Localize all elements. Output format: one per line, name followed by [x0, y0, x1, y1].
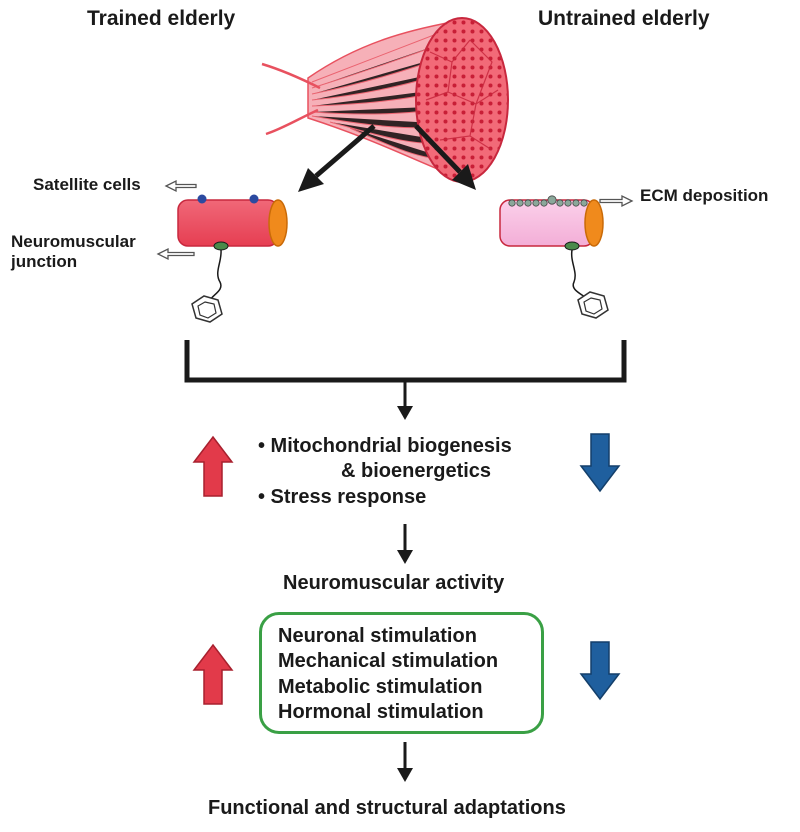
- stimulation-item: Neuronal stimulation: [278, 625, 477, 647]
- untrained-muscle-fiber: [499, 195, 609, 319]
- neuromuscular-junction-line2: junction: [11, 252, 78, 272]
- muscle-to-trained-arrow: [298, 124, 376, 192]
- neuron-icon: [577, 291, 609, 319]
- neuron-icon: [191, 295, 223, 323]
- mitochondrial-line1: • Mitochondrial biogenesis: [258, 435, 512, 457]
- untrained-elderly-heading: Untrained elderly: [538, 7, 710, 30]
- neuromuscular-activity-label: Neuromuscular activity: [283, 572, 505, 594]
- mitochondrial-line2: & bioenergetics: [341, 460, 492, 482]
- ecm-deposit-icon: [508, 195, 588, 207]
- stimulation-item: Mechanical stimulation: [278, 650, 499, 672]
- increase-arrow-icon: [192, 643, 234, 705]
- neuromuscular-junction-icon: [213, 241, 229, 251]
- stimulation-item: Metabolic stimulation: [278, 676, 483, 698]
- satellite-cells-pointer-arrow: [164, 179, 197, 193]
- ecm-pointer-arrow: [599, 194, 634, 208]
- down-arrow-1: [397, 380, 413, 420]
- muscle-bundle-icon: [261, 17, 509, 183]
- decrease-arrow-icon: [579, 641, 621, 701]
- stimulation-box: [259, 612, 544, 734]
- increase-arrow-icon: [192, 435, 234, 497]
- muscle-to-untrained-arrow: [414, 124, 476, 190]
- satellite-cell-icon: [249, 194, 259, 204]
- down-arrow-2: [397, 524, 413, 564]
- junction-pointer-arrow: [156, 247, 195, 261]
- neuromuscular-junction-icon: [564, 241, 580, 251]
- satellite-cells-label: Satellite cells: [33, 175, 141, 194]
- decrease-arrow-icon: [579, 433, 621, 493]
- outcome-label: Functional and structural adaptations: [208, 797, 566, 819]
- stress-response-label: • Stress response: [258, 486, 427, 508]
- neuromuscular-junction-line1: Neuromuscular: [11, 232, 136, 251]
- trained-elderly-heading: Trained elderly: [87, 7, 236, 30]
- neuromuscular-junction-label: Neuromuscular junction: [11, 232, 136, 273]
- down-arrow-3: [397, 742, 413, 782]
- ecm-deposition-label: ECM deposition: [640, 186, 769, 205]
- satellite-cell-icon: [197, 194, 207, 204]
- stimulation-item: Hormonal stimulation: [278, 701, 484, 723]
- merge-bracket: [184, 340, 627, 383]
- trained-muscle-fiber: [177, 194, 288, 323]
